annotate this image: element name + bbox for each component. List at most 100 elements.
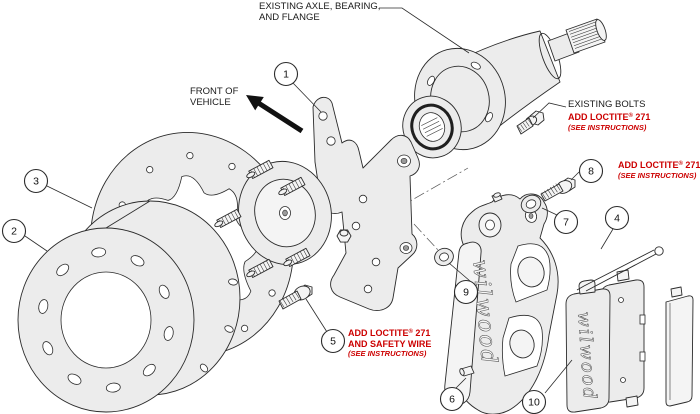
- bolt-hole: [427, 75, 435, 86]
- bleed-screw-top: [491, 192, 503, 203]
- stud-tip: [283, 259, 293, 267]
- bolt-hole: [56, 263, 70, 277]
- thread-hatch: [295, 180, 300, 188]
- thread-hatch: [279, 300, 285, 308]
- thread-hatch: [552, 185, 558, 193]
- balloon-number: 8: [588, 166, 594, 178]
- balloon-2: 2: [1, 218, 27, 244]
- thread-hatch: [525, 120, 530, 127]
- bolt-hole: [105, 382, 121, 393]
- thread-hatch: [303, 249, 308, 258]
- bolt-hole: [485, 112, 493, 123]
- registered-mark: ®: [628, 113, 633, 119]
- bolt-hole: [38, 299, 49, 314]
- thread-hatch: [527, 119, 533, 125]
- bolt-hole: [130, 255, 145, 267]
- thread-hatch: [555, 183, 561, 191]
- spline-line: [426, 128, 443, 137]
- thread-hatch: [544, 190, 550, 198]
- bleed-screw-bottom: [459, 365, 475, 377]
- spline-line: [422, 120, 440, 130]
- washer-9: [434, 247, 454, 267]
- leader-lines: [24, 7, 614, 394]
- label-text: ADD LOCTITE: [568, 112, 629, 122]
- thread-hatch: [221, 217, 226, 225]
- bolt-hole: [142, 363, 156, 377]
- registered-mark: ®: [678, 161, 683, 167]
- thread-hatch: [282, 298, 288, 306]
- stud-tip: [246, 171, 256, 179]
- label-text: 271: [412, 328, 431, 338]
- bolt-hole: [240, 324, 249, 333]
- label-line: EXISTING AXLE, BEARING,: [259, 1, 381, 12]
- balloon-number: 5: [330, 336, 336, 348]
- label-line: FRONT OF: [190, 86, 239, 97]
- stud-tip: [278, 188, 288, 196]
- bolt-hole: [163, 326, 174, 341]
- thread-hatch: [224, 215, 229, 224]
- thread-hatch: [253, 267, 258, 275]
- bolt-hole: [42, 341, 54, 356]
- pad-friction-plate: [565, 288, 611, 413]
- label-line: VEHICLE: [190, 97, 231, 108]
- thread-hatch: [547, 188, 553, 196]
- thread-hatch: [517, 126, 523, 132]
- thread-hatch: [234, 210, 239, 219]
- cotter-pin: [576, 246, 664, 292]
- piston-lower: [509, 329, 535, 359]
- hat-rim-hole: [228, 278, 238, 286]
- wheel-studs: [214, 159, 311, 278]
- bolt-hole: [228, 162, 236, 171]
- thread-hatch: [522, 122, 528, 129]
- thread-hatch: [291, 293, 297, 301]
- safety-wire-line: AND SAFETY WIRE: [348, 338, 432, 349]
- loctite-line: ADD LOCTITE® 271: [568, 110, 650, 123]
- label-text: 271: [632, 112, 651, 122]
- balloon-10: 10: [521, 389, 547, 414]
- existing-bolt: [516, 110, 545, 135]
- bolt-hole: [470, 61, 481, 70]
- balloon-number: 9: [463, 287, 469, 299]
- thread-hatch: [300, 251, 305, 259]
- hat-rim-hole: [224, 325, 234, 333]
- thread-hatch: [227, 214, 233, 222]
- balloon-4: 4: [604, 205, 630, 231]
- balloon-5: 5: [320, 328, 346, 354]
- balloon-9: 9: [453, 279, 479, 305]
- registered-mark: ®: [408, 329, 413, 335]
- thread-hatch: [288, 295, 294, 303]
- add-loctite-upper-label: ADD LOCTITE® 271 (SEE INSTRUCTIONS): [618, 158, 700, 180]
- spline-line: [569, 24, 599, 35]
- stud-tip: [214, 220, 224, 228]
- thread-hatch: [259, 165, 265, 173]
- label-text: ADD LOCTITE: [618, 160, 679, 170]
- balloon-number: 4: [614, 213, 620, 225]
- balloon-number: 3: [33, 176, 39, 188]
- thread-hatch: [259, 264, 265, 272]
- bolt-thread-hatch: [517, 119, 533, 132]
- see-instructions: (SEE INSTRUCTIONS): [568, 122, 647, 132]
- balloon-6: 6: [439, 386, 465, 412]
- piston-upper: [517, 256, 545, 288]
- spline-line: [573, 35, 603, 46]
- spline-line: [568, 21, 598, 32]
- front-of-vehicle-arrow: [246, 95, 304, 134]
- wilwood-logo-pad: wilwood: [573, 311, 600, 402]
- thread-hatch: [296, 253, 302, 261]
- thread-hatch: [266, 260, 271, 269]
- thread-hatch: [285, 296, 291, 304]
- bolt-hole: [91, 247, 107, 258]
- existing-bolts-label: EXISTING BOLTS ADD LOCTITE® 271 (SEE INS…: [568, 99, 650, 132]
- spline-line: [572, 32, 602, 44]
- thread-hatch: [298, 178, 303, 187]
- bolt-hole: [146, 166, 154, 174]
- rotor-hat-adapter: [17, 200, 241, 413]
- spline-line: [424, 124, 442, 134]
- thread-hatch: [288, 183, 293, 192]
- label-text: 271: [682, 160, 700, 170]
- label-line: EXISTING BOLTS: [568, 99, 646, 110]
- caliper-bracket: [312, 96, 420, 311]
- thread-hatch: [285, 185, 290, 193]
- bolt-thread-hatch: [541, 183, 561, 200]
- see-instructions: (SEE INSTRUCTIONS): [618, 170, 697, 180]
